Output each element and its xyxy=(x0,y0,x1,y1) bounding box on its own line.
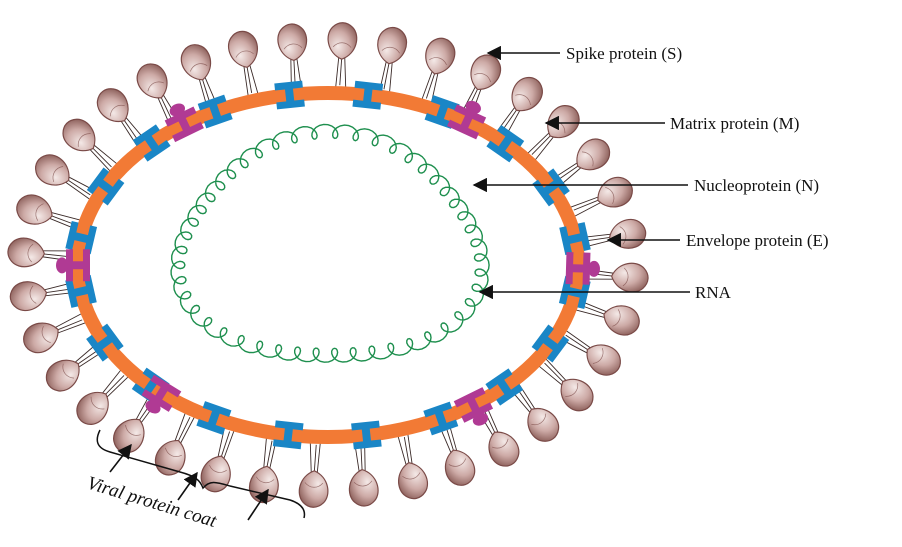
spike-head xyxy=(580,337,626,380)
spike-head xyxy=(421,35,459,78)
spike-stalk xyxy=(54,314,85,335)
spike-label: Spike protein (S) xyxy=(566,44,682,63)
spike-head xyxy=(247,464,281,504)
spike-head xyxy=(299,470,329,507)
spike-head xyxy=(520,401,565,447)
spike-head xyxy=(226,29,262,71)
spike-head xyxy=(611,262,649,293)
spike-head xyxy=(375,25,409,65)
spike-head xyxy=(464,50,505,95)
spike-head xyxy=(40,352,86,397)
spike-head xyxy=(348,468,380,507)
spike-head xyxy=(277,23,309,62)
spike-head xyxy=(177,41,216,85)
spike-head xyxy=(19,317,64,358)
matrix-label: Matrix protein (M) xyxy=(670,114,799,133)
spike-head xyxy=(30,149,76,192)
spike-stalk xyxy=(398,434,414,465)
spike-head xyxy=(327,22,357,59)
spike-head xyxy=(108,412,152,458)
spike-head xyxy=(569,133,615,178)
spike-head xyxy=(13,191,57,230)
spike-stalk xyxy=(242,64,258,95)
envelope-label: Envelope protein (E) xyxy=(686,231,829,250)
spike-stalk xyxy=(309,443,320,473)
spike-head xyxy=(395,460,431,502)
spike-head xyxy=(8,278,49,313)
spike-stalks xyxy=(42,57,614,473)
spike-head xyxy=(7,237,45,268)
spike-stalk xyxy=(336,57,347,87)
nucleo-label: Nucleoprotein (N) xyxy=(694,176,819,195)
spike-head xyxy=(440,445,479,489)
spike-head xyxy=(599,300,643,339)
spike-head xyxy=(91,83,136,129)
spike-head xyxy=(71,384,117,430)
rna-strand xyxy=(171,124,489,362)
spike-head xyxy=(482,426,524,472)
spike-stalk xyxy=(173,413,194,444)
rna-label: RNA xyxy=(695,283,732,302)
spike-head xyxy=(132,59,174,105)
spike-head xyxy=(592,172,637,213)
spike-head xyxy=(504,72,548,118)
spike-head xyxy=(607,217,648,252)
spike-stalk xyxy=(570,195,601,216)
